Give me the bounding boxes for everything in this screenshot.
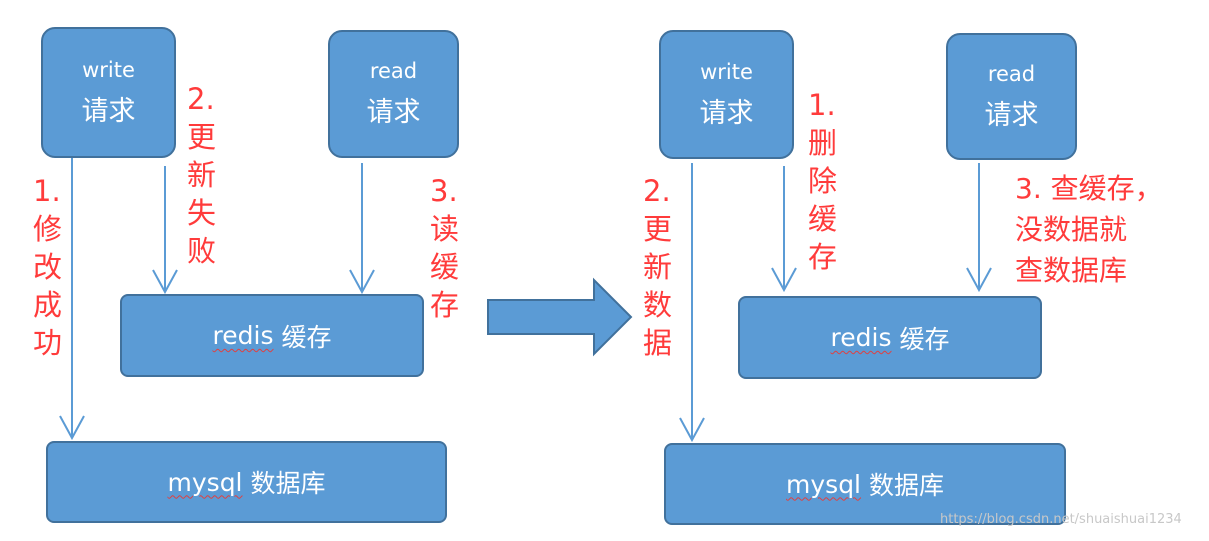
left-mysql-word: mysql xyxy=(167,467,243,497)
left-step3-label: 3. 读缓存 xyxy=(430,172,464,324)
right-step2-num: 2. xyxy=(643,174,671,208)
left-write-request-label: 请求 xyxy=(81,95,136,127)
right-step3-line3: 查数据库 xyxy=(1015,254,1128,287)
left-step1-num: 1. xyxy=(33,174,61,208)
left-redis-cache-label: 缓存 xyxy=(273,322,332,352)
arrowhead-read-to-redis-left xyxy=(349,269,375,295)
right-mysql-db-label: 数据库 xyxy=(861,471,944,500)
left-write-request-box: write 请求 xyxy=(41,27,176,158)
right-redis-cache-box: redis 缓存 xyxy=(738,296,1042,379)
left-read-request-label: 请求 xyxy=(366,97,421,128)
right-step2-text: 更新数据 xyxy=(643,212,673,360)
right-step3-line1: 3. 查缓存， xyxy=(1015,172,1163,205)
right-read-label: read xyxy=(987,61,1036,86)
right-step2-label: 2. 更新数据 xyxy=(643,172,677,362)
left-redis-word: redis xyxy=(212,321,274,350)
right-step1-label: 1. 删除缓存 xyxy=(808,86,842,276)
right-read-request-box: read 请求 xyxy=(946,33,1077,160)
left-read-request-box: read 请求 xyxy=(328,30,459,158)
right-step1-num: 1. xyxy=(808,88,836,122)
right-write-request-box: write 请求 xyxy=(659,30,794,159)
arrowhead-write-to-mysql-left xyxy=(59,415,85,441)
arrowhead-read-to-redis-right xyxy=(966,267,992,293)
right-mysql-word: mysql xyxy=(786,469,862,499)
left-mysql-db-label: 数据库 xyxy=(242,469,326,498)
left-redis-cache-box: redis 缓存 xyxy=(120,294,424,377)
arrowhead-write-to-mysql-right xyxy=(679,417,705,443)
right-mysql-db-box: mysql 数据库 xyxy=(664,443,1066,525)
arrowhead-write-to-redis-right xyxy=(771,267,797,293)
right-step1-text: 删除缓存 xyxy=(808,126,838,274)
right-step3-line2: 没数据就 xyxy=(1015,213,1128,246)
watermark: https://blog.csdn.net/shuaishuai1234 xyxy=(940,512,1182,527)
left-step1-label: 1. 修改成功 xyxy=(33,172,67,362)
left-step2-label: 2. 更新失败 xyxy=(187,80,221,270)
left-step2-text: 更新失败 xyxy=(187,120,217,268)
right-read-request-label: 请求 xyxy=(984,99,1039,131)
left-step1-text: 修改成功 xyxy=(33,212,63,360)
right-write-request-label: 请求 xyxy=(699,97,754,129)
arrowhead-write-to-redis-left xyxy=(152,269,178,295)
left-write-label: write xyxy=(82,57,135,82)
left-step2-num: 2. xyxy=(187,82,215,116)
right-redis-word: redis xyxy=(830,323,892,352)
right-step3-label: 3. 查缓存， 没数据就 查数据库 xyxy=(1015,168,1163,291)
left-mysql-db-box: mysql 数据库 xyxy=(46,441,447,523)
right-write-label: write xyxy=(700,59,753,84)
left-step3-num: 3. xyxy=(430,174,458,208)
left-read-label: read xyxy=(369,59,418,83)
transition-arrow xyxy=(487,277,633,357)
left-step3-text: 读缓存 xyxy=(430,212,460,322)
right-redis-cache-label: 缓存 xyxy=(891,324,950,354)
